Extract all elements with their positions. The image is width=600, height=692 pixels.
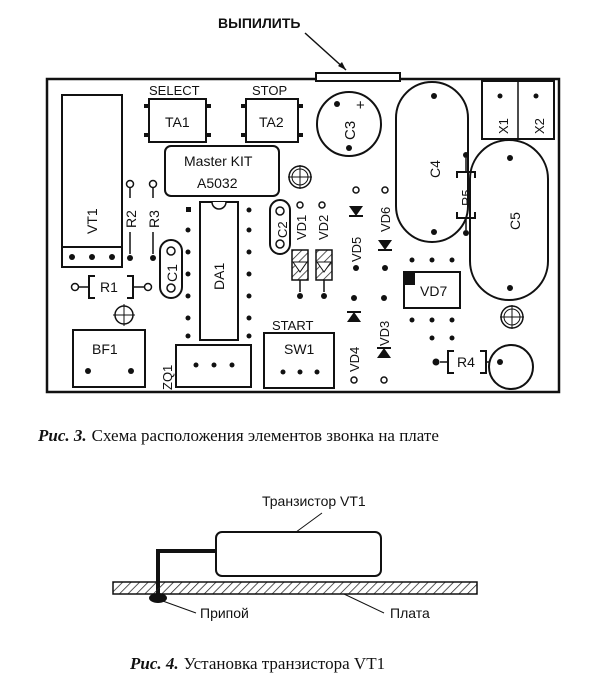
vd2-label: VD2	[316, 215, 331, 240]
c3-plus-label: +	[356, 97, 365, 114]
vt1-label: VT1	[84, 208, 100, 234]
vd7-label: VD7	[420, 283, 447, 299]
bf1-buzzer-outline	[72, 329, 146, 388]
vd6-label: VD6	[378, 207, 393, 232]
zq1-label: ZQ1	[160, 365, 175, 390]
pcb-board-side-view	[112, 581, 478, 595]
x1-label: X1	[496, 118, 511, 134]
r4-trimmer-outline	[488, 344, 534, 390]
r5-label: R5	[459, 189, 474, 206]
board-callout-label: Плата	[390, 605, 430, 621]
brand-box	[164, 145, 280, 197]
c1-capacitor-outline	[159, 239, 183, 299]
da1-chip-outline	[199, 201, 239, 341]
figure3-caption-text: Схема расположения элементов звонка на п…	[92, 426, 439, 445]
c2-capacitor-outline	[269, 199, 291, 255]
solder-callout-leader	[159, 599, 197, 614]
c1-label: C1	[164, 264, 180, 282]
ta1-button-outline	[148, 98, 207, 143]
c4-label: C4	[427, 160, 443, 178]
ta1-label: TA1	[165, 114, 190, 130]
cut-note-arrowhead	[338, 62, 346, 70]
r1-label: R1	[100, 279, 118, 295]
da1-label: DA1	[211, 263, 227, 290]
vd5-label: VD5	[349, 237, 364, 262]
figure4-caption-text: Установка транзистора VT1	[184, 654, 385, 673]
sw1-switch-outline	[263, 332, 335, 389]
vd1-label: VD1	[294, 215, 309, 240]
brand-line1: Master KIT	[184, 153, 253, 169]
r2-label: R2	[123, 210, 139, 228]
c4-capacitor-outline	[395, 81, 469, 243]
c3-capacitor-outline	[316, 91, 382, 157]
svg-text:Рис. 4.Установка транзистора V: Рис. 4. Установка транзистора VT1	[129, 654, 385, 673]
transistor-body	[215, 531, 382, 577]
ta2-button-outline	[245, 98, 299, 143]
bf1-label: BF1	[92, 341, 118, 357]
cut-note-leader	[304, 32, 347, 71]
c5-label: C5	[507, 212, 523, 230]
x2-label: X2	[532, 118, 547, 134]
solder-callout-label: Припой	[200, 605, 249, 621]
transistor-callout-label: Транзистор VT1	[262, 493, 366, 509]
vd4-label: VD4	[347, 347, 362, 372]
r3-label: R3	[146, 210, 162, 228]
figure4-caption-number: Рис. 4.	[129, 654, 179, 673]
ta2-label: TA2	[259, 114, 284, 130]
c3-label: C3	[342, 121, 359, 140]
cut-out-tab	[315, 72, 401, 82]
r4-label: R4	[457, 354, 475, 370]
select-label: SELECT	[149, 83, 200, 98]
stop-label: STOP	[252, 83, 287, 98]
cut-note-label: ВЫПИЛИТЬ	[218, 15, 300, 31]
vt1-transistor-outline	[61, 94, 123, 248]
board-callout-leader	[343, 593, 385, 614]
figure3-caption-number: Рис. 3.	[37, 426, 87, 445]
brand-line2: A5032	[197, 175, 238, 191]
svg-text:Рис. 3.Схема расположения элем: Рис. 3. Схема расположения элементов звон…	[37, 426, 439, 445]
vd3-label: VD3	[377, 321, 392, 346]
start-label: START	[272, 318, 313, 333]
c2-label: C2	[275, 221, 290, 238]
sw1-label: SW1	[284, 341, 315, 357]
